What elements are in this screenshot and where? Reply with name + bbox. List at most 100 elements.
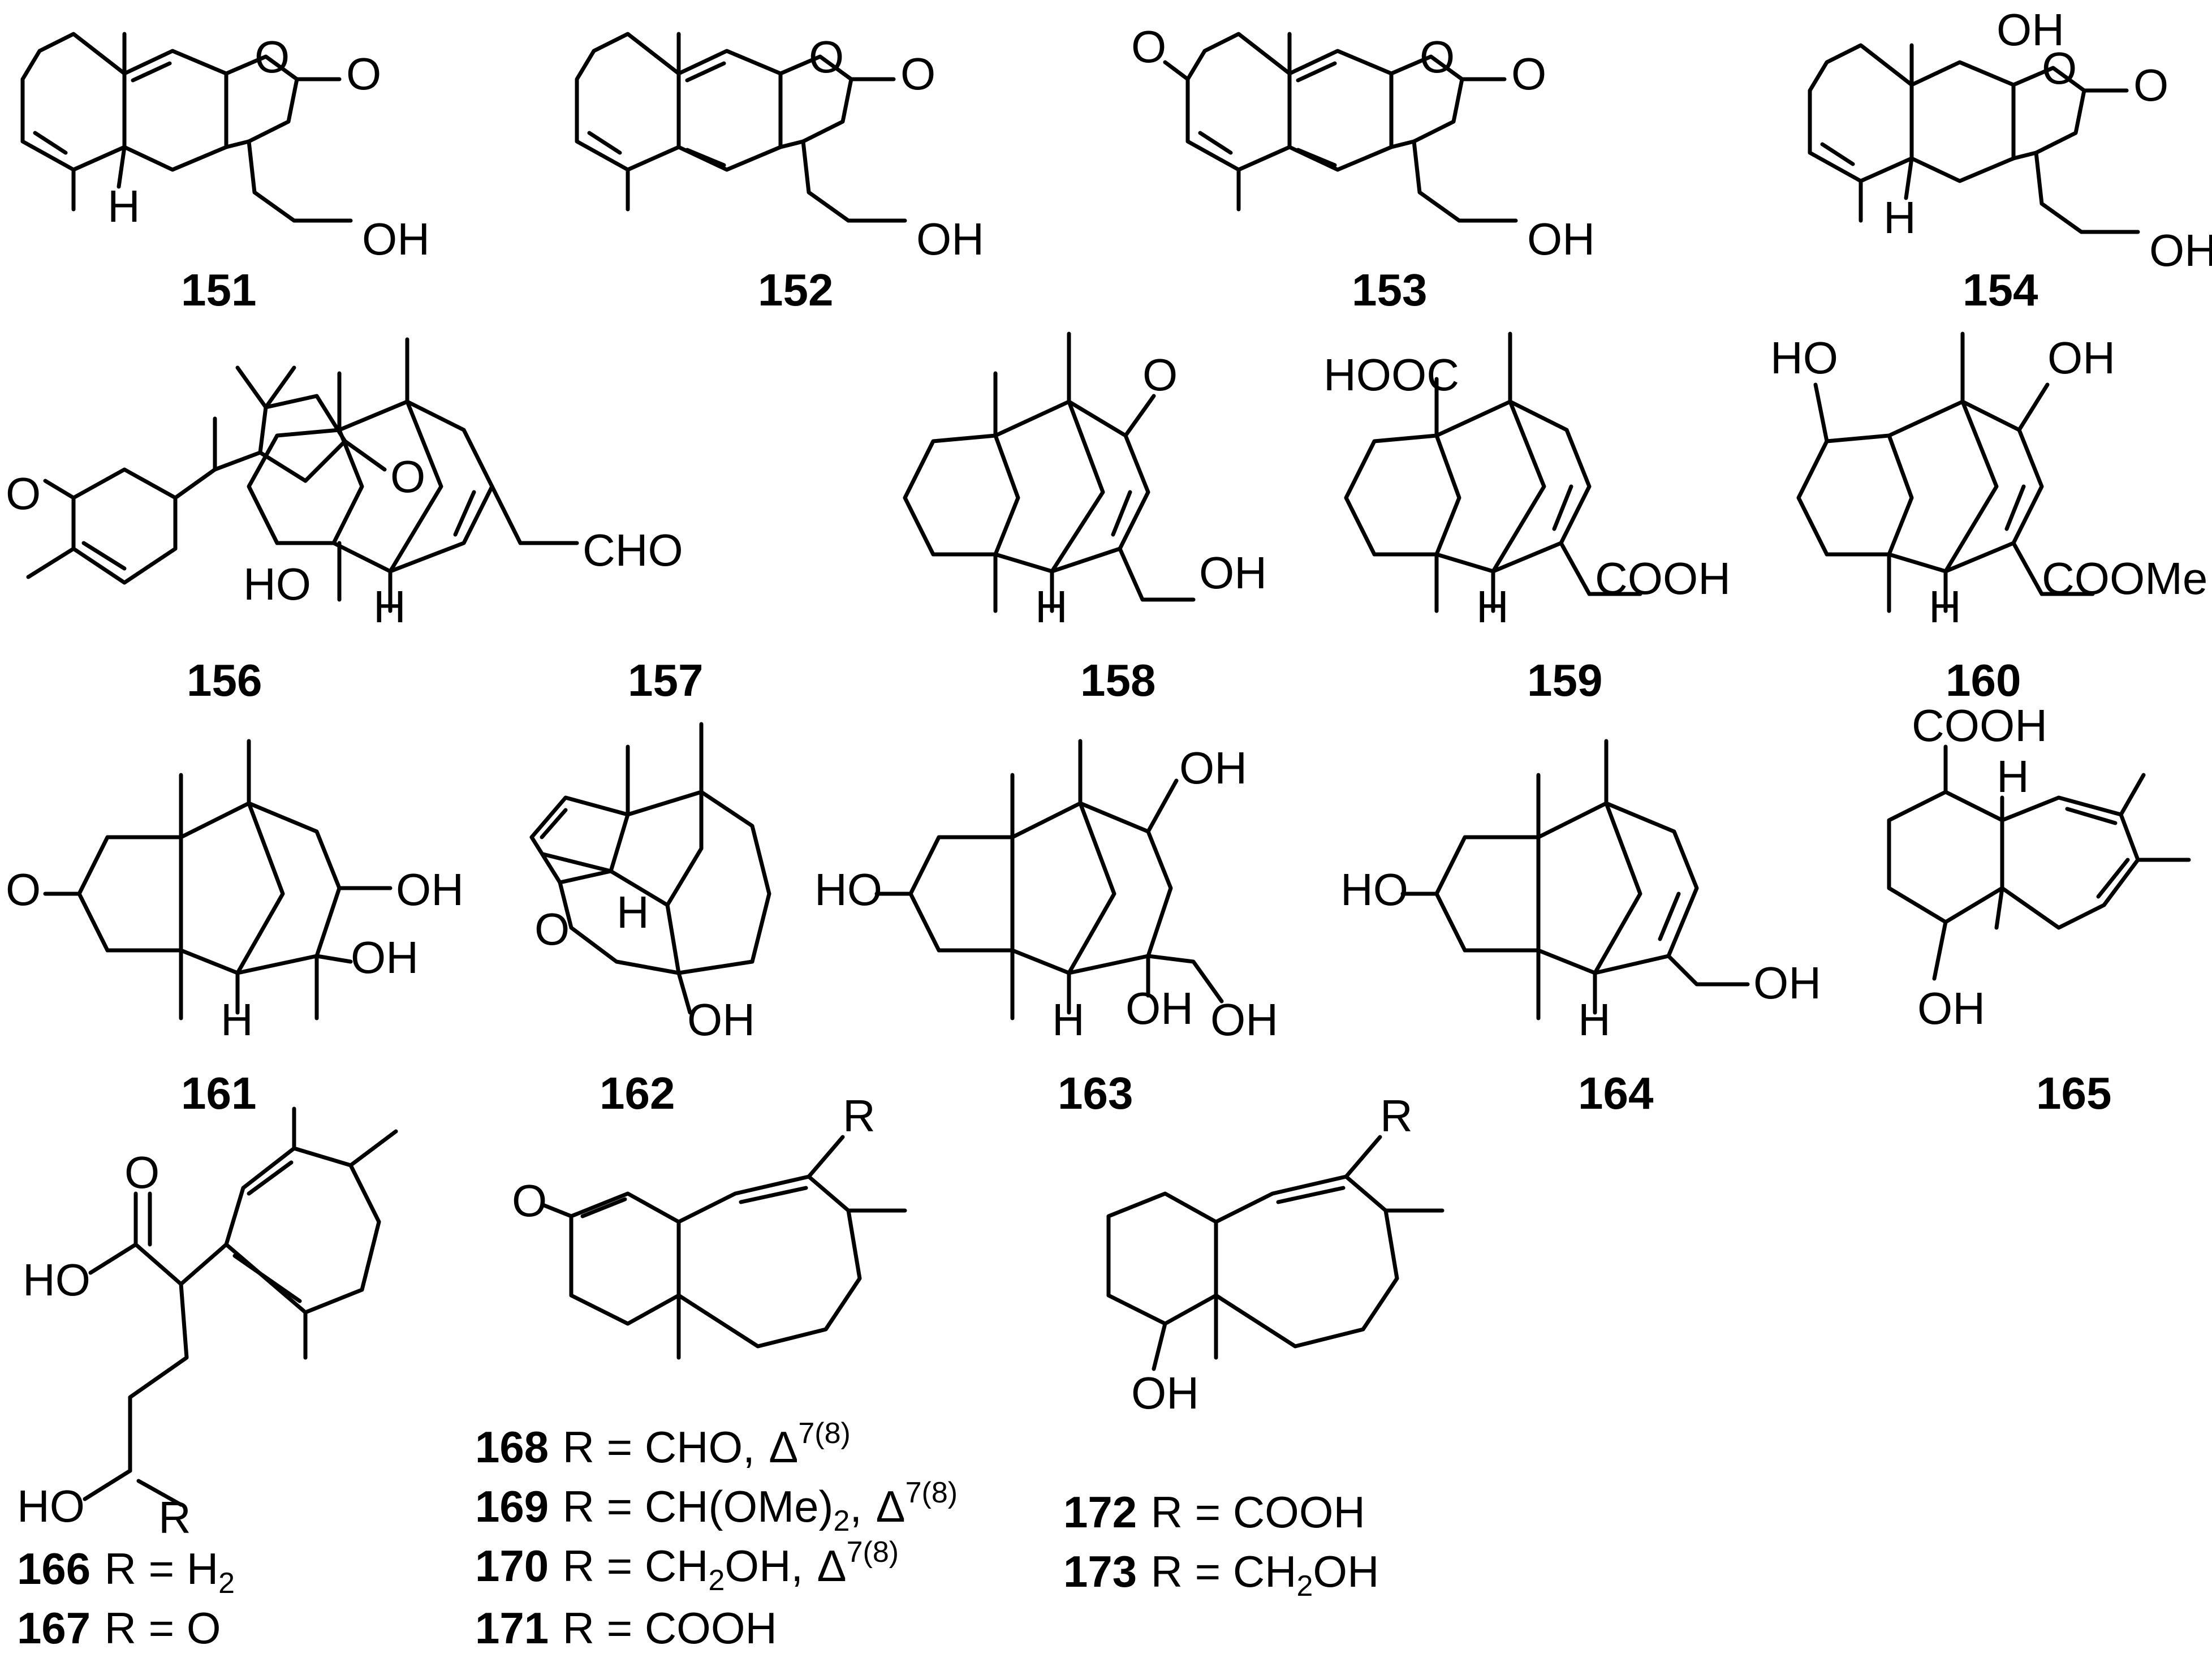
atom-label: H [1883,192,1916,243]
atom-label: O [124,1147,159,1198]
compound-number: 153 [1352,265,1427,315]
compound-number: 158 [1080,655,1155,705]
compound-151: O O H OH 151 [20,32,430,315]
legend-text: R = CH [1151,1547,1297,1596]
compound-number: 161 [181,1068,256,1118]
legend-172: 172 R = COOH [1063,1487,1365,1537]
atom-label: OH [1210,994,1278,1045]
legend-167: 167 R = O [17,1603,221,1653]
compound-number: 156 [187,655,262,705]
atom-label: H [1578,994,1611,1045]
atom-label: HO [243,559,311,609]
legend-number: 166 [17,1544,90,1594]
atom-label: OH [1527,214,1595,264]
legend-number: 168 [475,1422,549,1472]
atom-label: OH [1917,983,1985,1033]
atom-label: O [1511,49,1546,99]
legend-text: R = CH(OMe) [563,1482,834,1531]
legend-text: R = CHO, [563,1422,755,1472]
atom-label: H [1052,994,1085,1045]
atom-label: H [1476,582,1509,632]
atom-label: OH [1126,983,1193,1033]
atom-label: O [512,1175,547,1226]
atom-label: O [2133,60,2168,110]
atom-label: OH [1753,958,1821,1008]
svg-text:172 R = COOH: 172 R = COOH [1063,1487,1365,1537]
compound-154: OH O O H OH 154 [1808,5,2212,315]
compound-number: 152 [758,265,833,315]
svg-text:171 R = COOH: 171 R = COOH [475,1603,777,1653]
compound-number: 151 [181,265,256,315]
atom-label: H [221,994,253,1045]
atom-label: OH [351,932,419,983]
compound-156: O O 156 [6,365,425,705]
compound-number: 159 [1527,655,1602,705]
atom-label: H [1997,751,2029,802]
svg-text:170 R = CH2OH, Δ7(: 170 R = CH2OH, Δ7(8) [475,1536,899,1597]
atom-label: O [1142,350,1178,400]
compound-153: O O O OH 153 [1131,21,1595,315]
legend-delta: Δ [769,1422,798,1472]
legend-text: R = O [105,1603,221,1653]
compound-161: O OH OH H 161 [6,739,464,1118]
atom-label: O [809,32,844,82]
compound-number: 160 [1946,655,2021,705]
legend-delta: Δ [817,1541,847,1591]
atom-label: R [158,1492,191,1543]
atom-label: H [616,887,649,937]
compound-158: O H OH 158 [903,331,1267,705]
atom-label: OH [1179,743,1247,793]
legend-171: 171 R = COOH [475,1603,777,1653]
legend-number: 172 [1063,1487,1137,1537]
atom-label: COOMe [2042,553,2207,604]
atom-label: HO [1340,864,1408,915]
legend-text: R = COOH [1151,1487,1365,1537]
atom-label: O [390,451,425,502]
svg-text:167 R = O: 167 R = O [17,1603,221,1653]
atom-label: OH [362,214,430,264]
atom-label: OH [687,994,755,1045]
atom-label: O [1131,21,1166,72]
legend-170: 170 R = CH2OH, Δ7(8) [475,1536,899,1597]
atom-label: O [6,864,41,915]
compound-number: 157 [628,655,703,705]
compound-number: 164 [1578,1068,1654,1118]
atom-label: O [2042,43,2077,93]
svg-text:168 R = CHO, Δ7(8): 168 R = CHO, Δ7(8) [475,1417,851,1472]
legend-text-rest: OH [1313,1547,1379,1596]
atom-label: O [6,468,41,519]
legend-173: 173 R = CH2OH [1063,1547,1379,1603]
legend-166: 166 R = H2 [17,1544,235,1600]
atom-label: OH [2047,333,2115,383]
legend-number: 169 [475,1482,549,1531]
atom-label: H [1929,582,1961,632]
legend-text: R = H [105,1544,219,1594]
compound-159: HOOC H COOH 159 [1323,331,1731,705]
legend-text: R = COOH [563,1603,777,1653]
atom-label: COOH [1595,553,1731,604]
compound-163: HO OH H OH OH 163 [814,739,1278,1118]
atom-label: O [1420,32,1455,82]
atom-label: O [346,49,381,99]
atom-label: O [900,49,935,99]
compound-152: O O OH 152 [575,32,984,315]
compound-number: 165 [2036,1068,2111,1118]
svg-text:169 R = CH(OMe)2,: 169 R = CH(OMe)2, Δ7(8) [475,1476,958,1538]
legend-text: R = CH [563,1541,709,1591]
atom-label: R [1380,1091,1413,1141]
compound-165: COOH H OH 165 [1887,700,2191,1118]
legend-superscript: 7(8) [906,1476,958,1509]
atom-label: H [107,181,140,231]
atom-label: OH [396,864,464,915]
compound-number: 154 [1963,265,2038,315]
atom-label: OH [1131,1368,1199,1418]
atom-label: OH [2149,225,2212,275]
legend-comma: , [850,1482,862,1531]
compound-172-173: R OH [1106,1091,1445,1418]
legend-number: 173 [1063,1547,1137,1596]
atom-label: OH [1997,5,2064,55]
atom-label: COOH [1912,700,2047,751]
legend-subscript: 2 [833,1505,850,1538]
atom-label: OH [916,214,984,264]
